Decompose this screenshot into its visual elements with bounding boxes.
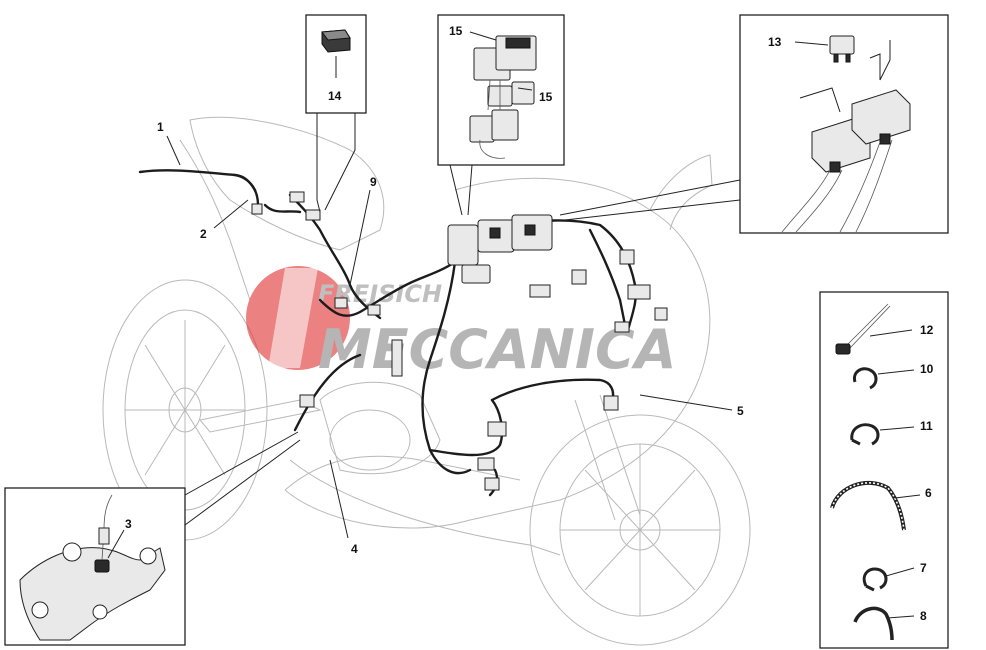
callout-4: 4 [351, 542, 358, 556]
cable-strap-8-icon [853, 606, 894, 641]
callout-8: 8 [920, 609, 927, 623]
callout-13: 13 [768, 35, 782, 49]
blade-fuse-icon [829, 35, 855, 63]
cable-clip-10-icon [852, 367, 878, 390]
callout-15-right: 15 [539, 90, 553, 104]
callout-7: 7 [920, 561, 927, 575]
callout-leaders [166, 135, 733, 539]
callout-9: 9 [370, 175, 377, 189]
callout-12: 12 [920, 323, 934, 337]
relay-module-icon [321, 29, 351, 53]
inset-part-3: 3 [4, 431, 301, 646]
callout-5: 5 [737, 404, 744, 418]
callout-10: 10 [920, 362, 934, 376]
cable-strap-6-icon [830, 480, 906, 531]
inset-clips-panel: 12 10 11 6 7 8 [819, 291, 949, 649]
main-wiring-harness [138, 169, 637, 497]
callout-11: 11 [920, 419, 933, 433]
cable-clip-7-icon [862, 567, 888, 592]
central-fuse-box-cluster [447, 214, 553, 284]
inset-part-13: 13 [559, 14, 949, 234]
callout-2: 2 [200, 227, 207, 241]
sensor-bracket-icon [19, 494, 166, 641]
callout-6: 6 [925, 486, 932, 500]
callout-3: 3 [125, 517, 132, 531]
relay-pair-icon [781, 89, 911, 233]
harness-connectors [251, 191, 668, 491]
inset-part-15: 15 15 [437, 14, 565, 216]
cable-tie-icon [835, 303, 891, 355]
callout-15-top: 15 [449, 24, 463, 38]
callout-14: 14 [328, 89, 342, 103]
watermark: FREJSICH MECCANICA [246, 266, 676, 381]
relay-icon [469, 35, 537, 159]
motorcycle-outline [102, 116, 751, 646]
watermark-logo-circle [246, 266, 350, 370]
callout-1: 1 [157, 120, 164, 134]
inset-part-14: 14 [305, 14, 367, 213]
cable-clip-11-icon [850, 423, 880, 446]
